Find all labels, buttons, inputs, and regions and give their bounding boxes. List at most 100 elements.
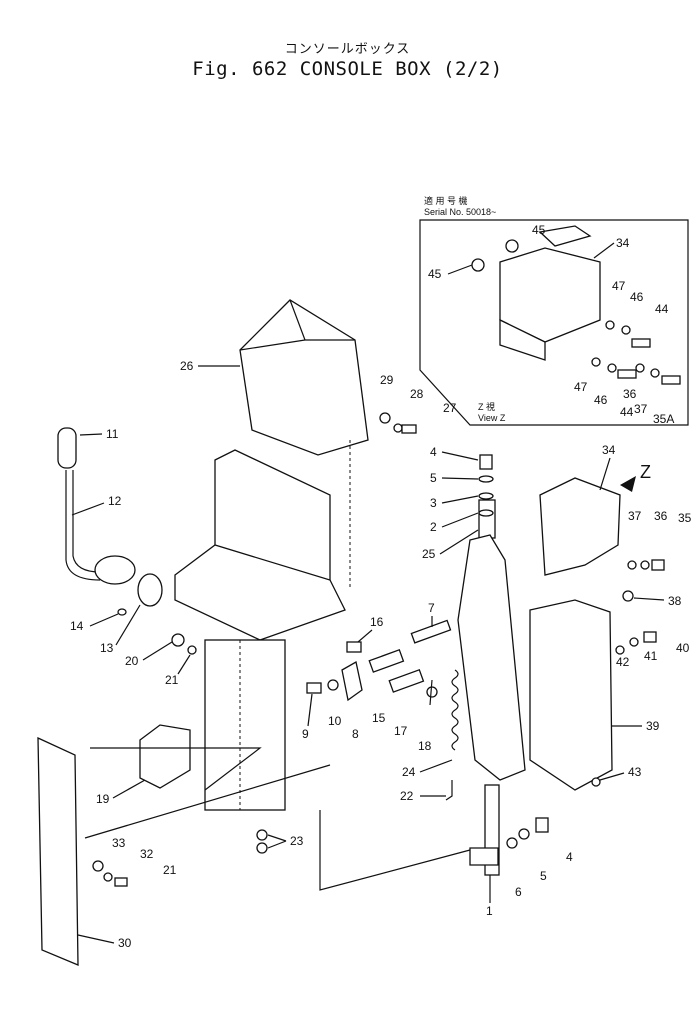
inset-washer-46b [607,363,617,373]
nut-43 [591,777,601,787]
inset-serial-label: Serial No. 50018~ [424,207,496,217]
callout-36: 36 [654,509,668,523]
bushing-25 [478,499,496,539]
spring-24 [451,669,459,751]
callout-25: 25 [422,547,436,561]
callout-inset-45-left: 45 [428,267,442,281]
hook-22 [445,780,453,801]
callout-14: 14 [70,619,84,633]
callout-3: 3 [430,496,437,510]
washer-42 [615,645,625,655]
washer-3 [478,492,494,500]
washer-17 [426,686,438,698]
pin-18 [429,679,433,706]
inset-view-z: 適 用 号 機 Serial No. 50018~ Z 視 View Z 45 … [419,195,689,426]
view-z-arrow-icon [620,476,636,492]
cover-26 [239,299,369,456]
inset-serial-jp: 適 用 号 機 [424,195,468,206]
callout-inset-47-upper: 47 [612,279,626,293]
bolt-9 [306,682,322,694]
console-box-assembly [174,299,369,811]
washer-21 [187,645,197,655]
callout-labels: 11 12 13 14 20 21 26 29 28 27 19 33 32 2… [70,359,692,950]
washer-5 [478,475,494,483]
callout-16: 16 [370,615,384,629]
view-z-marker: Z [640,462,651,482]
callout-4-top: 4 [430,445,437,459]
callout-inset-46-lower: 46 [594,393,608,407]
callout-35: 35 [678,511,692,525]
callout-33: 33 [112,836,126,850]
pin-14 [117,608,127,616]
inset-washer-37 [650,368,660,378]
callout-30: 30 [118,936,132,950]
inset-bracket-top [538,225,592,247]
washer-29 [379,412,391,424]
callout-15: 15 [372,711,386,725]
callout-10: 10 [328,714,342,728]
callout-22: 22 [400,789,414,803]
callout-39: 39 [646,719,660,733]
callout-12: 12 [108,494,122,508]
bolt-35 [651,559,665,571]
washer-37 [627,560,637,570]
nut-23b [256,842,268,854]
control-lever-column [429,454,549,876]
washer-32 [103,872,113,882]
inset-bolt-44b [617,369,637,379]
box-tray [174,544,346,641]
callout-37: 37 [628,509,642,523]
screw-21 [114,877,128,887]
figure-title: Fig. 662 CONSOLE BOX (2/2) [192,58,503,80]
callout-40: 40 [676,641,690,655]
callout-5-top: 5 [430,471,437,485]
washer-36 [640,560,650,570]
callout-34: 34 [602,443,616,457]
bolt-16 [346,641,362,653]
linkage-assembly [306,619,452,702]
callout-41: 41 [644,649,658,663]
inset-border [419,219,689,426]
callout-11: 11 [106,427,119,441]
nut-23a [256,829,268,841]
inset-nut-45a [471,258,485,272]
callout-20: 20 [125,654,139,668]
callout-4-bottom: 4 [566,850,573,864]
callout-29: 29 [380,373,394,387]
plate-15a [368,648,405,673]
washer-2 [478,509,494,517]
callout-18: 18 [418,739,432,753]
callout-inset-45-top: 45 [532,223,546,237]
callout-13: 13 [100,641,114,655]
callout-43: 43 [628,765,642,779]
washer-6 [506,837,518,849]
inset-washer-36 [635,363,645,373]
callout-26: 26 [180,359,194,373]
right-covers: Z [529,462,665,791]
title-japanese: コンソールボックス [284,42,411,57]
callout-38: 38 [668,594,682,608]
shaft-foot [469,847,499,866]
callout-24: 24 [402,765,416,779]
bolt-38 [622,590,634,602]
washer-5b [518,828,530,840]
inset-nut-45b [505,239,519,253]
callout-21-upper: 21 [165,673,179,687]
rod-7 [410,619,452,644]
cover-34 [539,477,621,576]
callout-inset-47-lower: 47 [574,380,588,394]
boot-13 [94,555,136,585]
callout-42: 42 [616,655,630,669]
callout-inset-37: 37 [634,402,648,416]
callout-19: 19 [96,792,110,806]
spring-13 [137,573,163,607]
screw-27 [401,424,417,434]
callout-inset-34: 34 [616,236,630,250]
plate-15b [388,668,425,693]
bolt-4 [479,454,493,470]
washer-28 [393,423,403,433]
cover-39 [529,599,613,791]
callout-inset-36: 36 [623,387,637,401]
